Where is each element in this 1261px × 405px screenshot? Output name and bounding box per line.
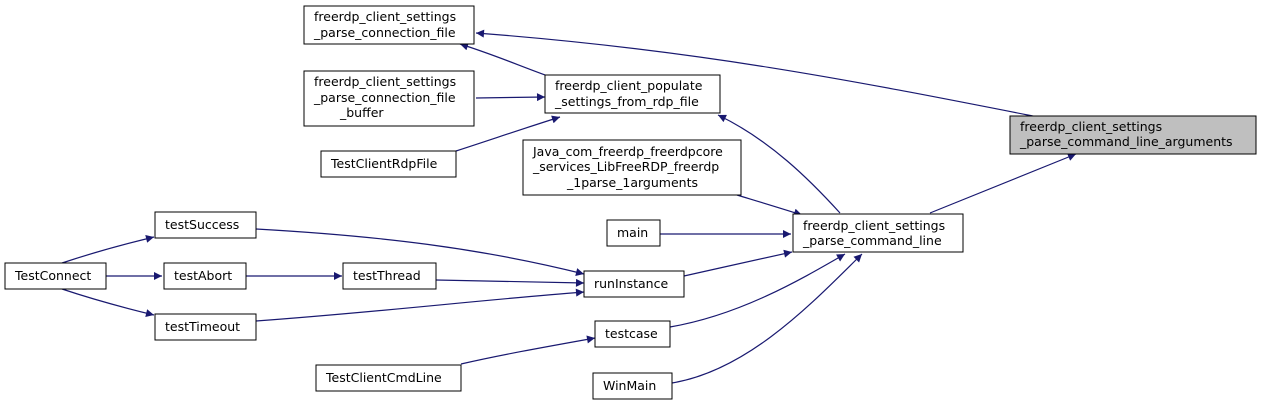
node-parse-connection-file-line-2: _parse_connection_file [313,25,456,40]
edge-testcase-to-parse-command-line [669,253,846,328]
node-test-client-rdp-file[interactable]: TestClientRdpFile [320,150,457,178]
node-root-line-1: freerdp_client_settings [1020,119,1162,134]
node-test-connect-label: TestConnect [14,268,91,283]
node-test-timeout[interactable]: testTimeout [154,313,257,341]
edge-win-main-to-parse-command-line [671,253,863,384]
node-parse-connection-file[interactable]: freerdp_client_settings _parse_connectio… [303,5,475,45]
node-test-success-label: testSuccess [165,217,239,232]
node-test-success[interactable]: testSuccess [154,211,257,239]
edge-test-success-to-run-instance [255,228,585,276]
node-test-thread-label: testThread [353,268,421,283]
node-win-main-label: WinMain [603,378,656,393]
node-root[interactable]: freerdp_client_settings _parse_command_l… [1009,115,1257,155]
node-parse-command-line-line-1: freerdp_client_settings [803,218,945,233]
node-java-parse-arguments[interactable]: Java_com_freerdp_freerdpcore _services_L… [522,139,742,196]
node-populate-settings-line-1: freerdp_client_populate [555,78,703,93]
node-parse-connection-file-line-1: freerdp_client_settings [314,9,456,24]
edge-parse-command-line-arguments-to-parse-connection-file [475,29,1039,118]
edge-parse-command-line-to-populate [717,114,841,214]
node-run-instance-label: runInstance [594,276,668,291]
node-testcase-label: testcase [605,326,658,341]
node-test-client-cmd-line-label: TestClientCmdLine [325,370,442,385]
node-java-parse-arguments-line-2: _services_LibFreeRDP_freerdp [532,159,719,174]
edge-test-client-cmd-line-to-testcase [460,335,596,365]
node-populate-settings[interactable]: freerdp_client_populate _settings_from_r… [544,74,721,114]
edge-test-client-rdp-file-to-populate [455,115,561,152]
node-java-parse-arguments-line-3: _1parse_1arguments [566,175,698,190]
node-main-label: main [617,225,648,240]
node-test-timeout-label: testTimeout [165,319,240,334]
node-run-instance[interactable]: runInstance [583,270,685,298]
node-root-line-2: _parse_command_line_arguments [1019,134,1233,149]
node-parse-connection-file-buffer[interactable]: freerdp_client_settings _parse_connectio… [303,70,475,127]
edge-parse-connection-file-buffer-to-populate [475,93,546,102]
edge-test-connect-to-test-timeout [61,288,155,318]
node-parse-connection-file-buffer-line-1: freerdp_client_settings [314,74,456,89]
node-test-abort[interactable]: testAbort [163,262,247,290]
node-test-client-rdp-file-label: TestClientRdpFile [330,156,438,171]
edge-populate-to-parse-connection-file [459,42,549,77]
edge-java-parse-arguments-to-parse-command-line [736,194,803,217]
edges [61,29,1077,384]
edge-run-instance-to-parse-command-line [683,249,793,277]
edge-test-thread-to-run-instance [435,278,585,287]
node-main[interactable]: main [606,219,661,247]
node-test-abort-label: testAbort [174,268,232,283]
node-test-client-cmd-line[interactable]: TestClientCmdLine [315,364,462,392]
node-parse-command-line[interactable]: freerdp_client_settings _parse_command_l… [792,213,964,253]
node-parse-connection-file-buffer-line-2: _parse_connection_file [313,90,456,105]
node-parse-connection-file-buffer-line-3: _buffer [339,105,384,120]
node-win-main[interactable]: WinMain [592,372,673,400]
node-test-thread[interactable]: testThread [342,262,437,290]
node-parse-command-line-line-2: _parse_command_line [802,233,942,248]
edge-test-timeout-to-run-instance [255,288,585,322]
edge-test-connect-to-test-success [61,234,155,264]
node-java-parse-arguments-line-1: Java_com_freerdp_freerdpcore [532,144,723,159]
node-populate-settings-line-2: _settings_from_rdp_file [554,94,699,109]
node-test-connect[interactable]: TestConnect [4,262,107,290]
node-testcase[interactable]: testcase [594,320,671,348]
edge-parse-command-line-to-parse-command-line-arguments [929,153,1077,214]
